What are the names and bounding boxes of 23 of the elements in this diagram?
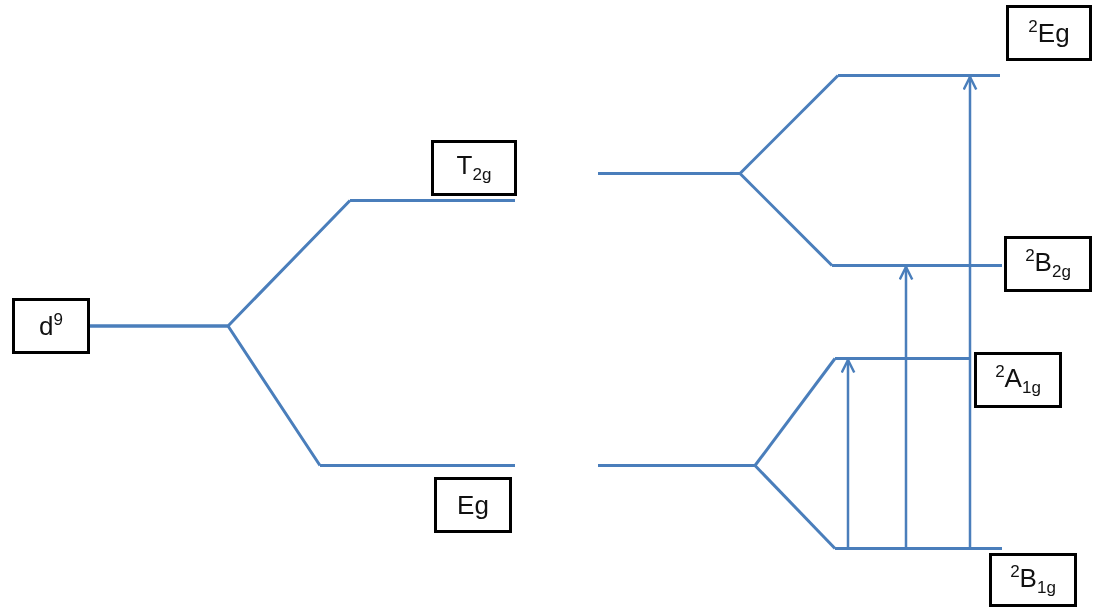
connector-line: [738, 172, 834, 267]
energy-level-line: [598, 464, 755, 467]
level-label: $^{2}$A$_{1g}$: [974, 352, 1062, 408]
connector-line: [738, 74, 840, 175]
connector-line: [90, 324, 322, 467]
energy-level-line: [835, 547, 1002, 550]
energy-level-line: [320, 464, 515, 467]
level-label: T$_{2g}$: [431, 140, 517, 196]
level-label: d$^{9}$: [12, 298, 90, 354]
level-label: $^{2}$Eg: [1006, 5, 1092, 61]
level-label: $^{2}$B$_{1g}$: [989, 553, 1077, 607]
energy-level-line: [838, 74, 1000, 77]
transition-arrow: [962, 75, 978, 547]
energy-level-line: [350, 199, 515, 202]
level-label: Eg: [434, 477, 512, 533]
connector-line: [753, 357, 837, 467]
energy-level-line: [835, 357, 971, 360]
level-label: $^{2}$B$_{2g}$: [1004, 236, 1092, 292]
energy-level-line: [598, 172, 740, 175]
transition-arrow: [840, 358, 856, 547]
transition-arrow: [898, 265, 914, 547]
energy-level-line: [832, 264, 1002, 267]
connector-line: [753, 464, 837, 550]
